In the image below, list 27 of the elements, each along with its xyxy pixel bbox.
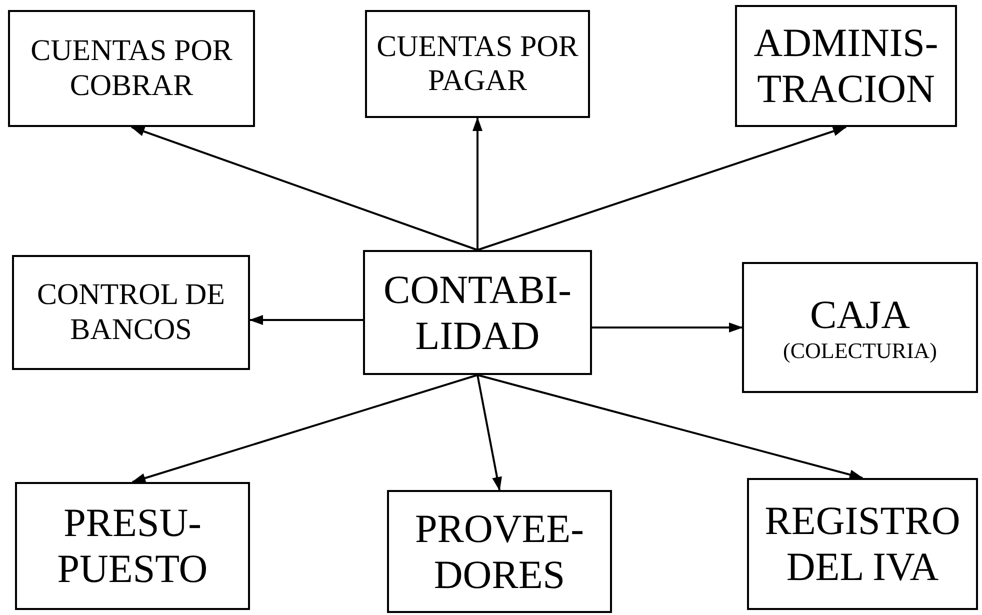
box-label: CUENTAS POR COBRAR bbox=[30, 34, 234, 103]
process-box bbox=[747, 478, 978, 610]
arrow bbox=[477, 126, 847, 251]
process-box bbox=[387, 490, 612, 613]
process-box bbox=[12, 255, 250, 370]
process-box bbox=[735, 5, 957, 127]
arrow bbox=[472, 117, 482, 250]
arrow bbox=[132, 374, 478, 483]
box-label: PRESU- PUESTO bbox=[56, 500, 209, 592]
box-label: CAJA bbox=[810, 292, 910, 338]
process-box bbox=[8, 10, 255, 127]
box-label: PROVEE- DORES bbox=[414, 506, 585, 598]
process-box bbox=[15, 482, 250, 610]
arrow bbox=[477, 374, 864, 480]
process-box bbox=[365, 10, 590, 118]
box-label: ADMINIS- TRACION bbox=[752, 20, 940, 112]
arrow bbox=[249, 315, 363, 325]
arrow bbox=[130, 126, 478, 251]
box-label: REGISTRO DEL IVA bbox=[764, 498, 962, 590]
box-label: CONTABI- LIDAD bbox=[382, 266, 572, 358]
box-label: CUENTAS POR PAGAR bbox=[376, 30, 580, 98]
arrow bbox=[592, 322, 743, 332]
box-label: (COLECTURIA) bbox=[783, 338, 937, 364]
process-box bbox=[363, 250, 592, 375]
process-box bbox=[742, 262, 978, 393]
arrow bbox=[476, 374, 502, 491]
box-label: CONTROL DE BANCOS bbox=[36, 278, 226, 347]
